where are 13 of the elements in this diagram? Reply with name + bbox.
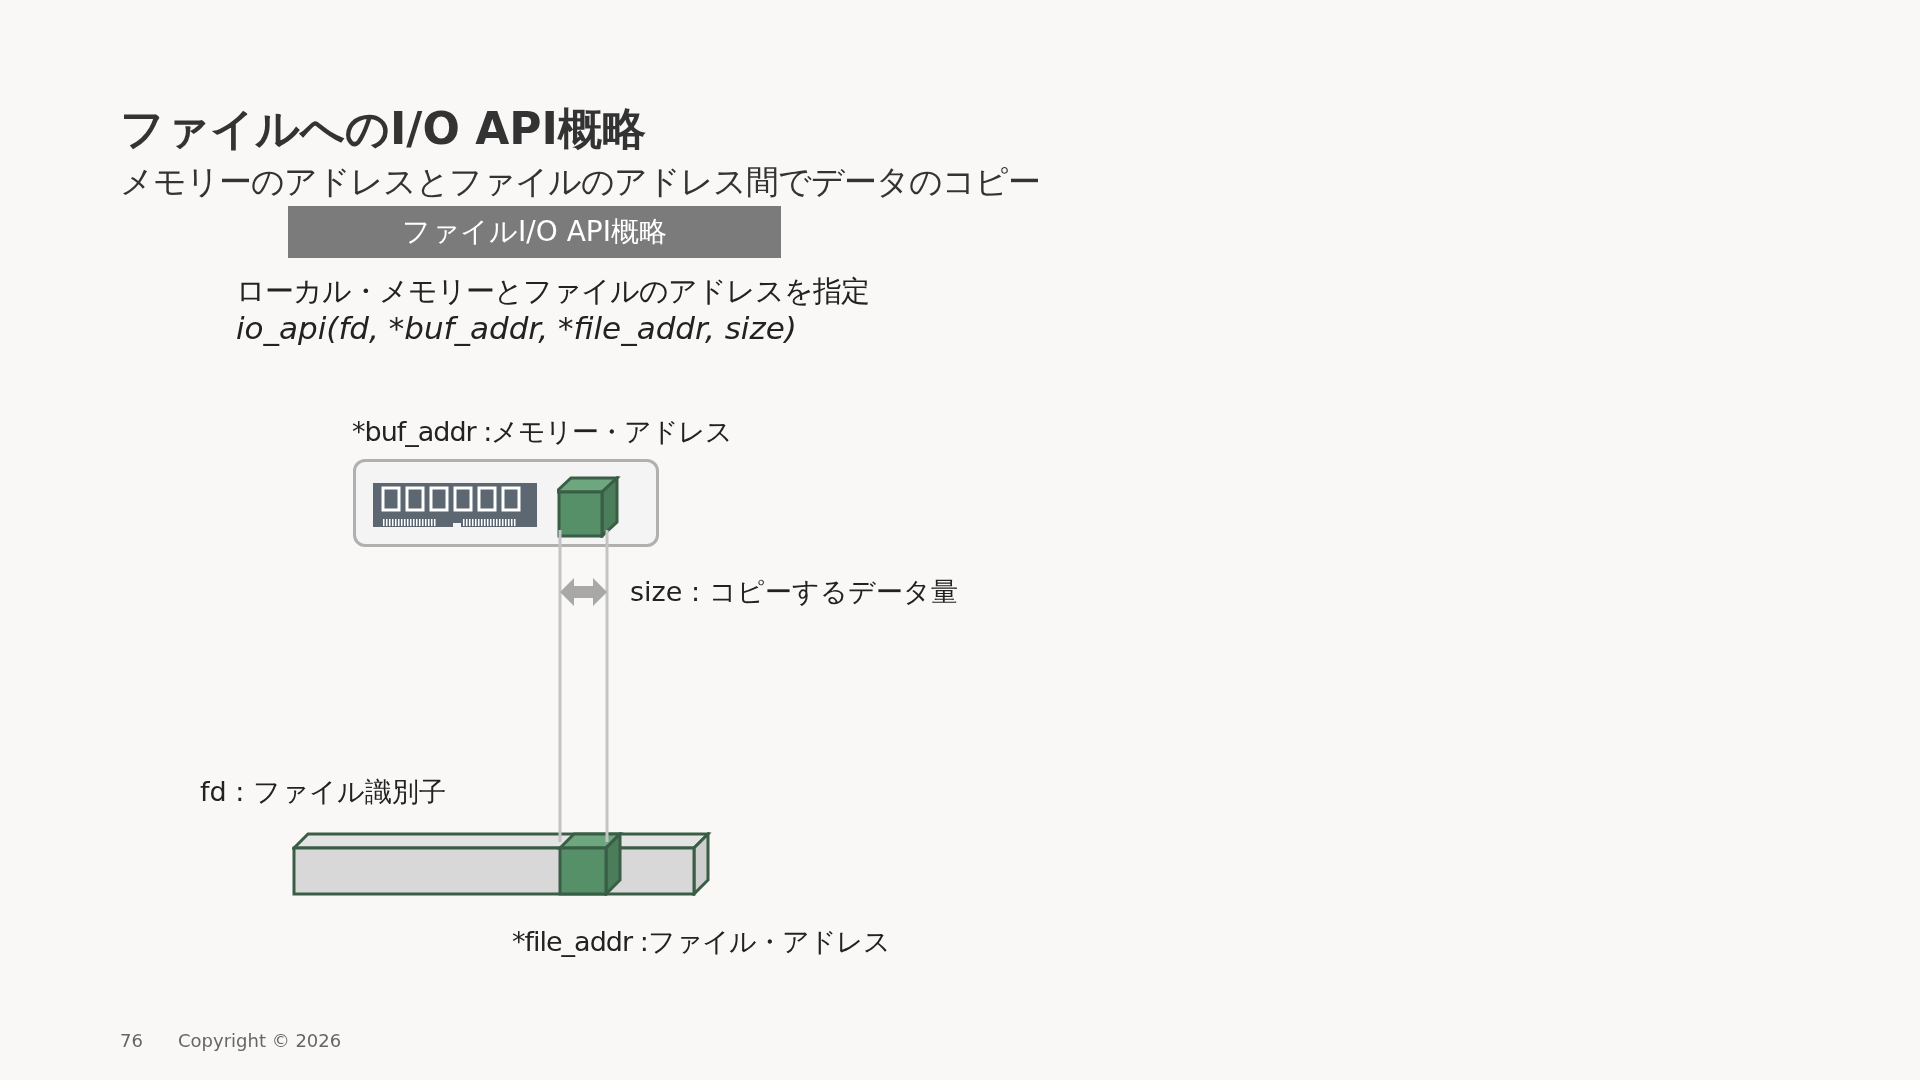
function-signature: io_api(fd, *buf_addr, *file_addr, size) [236, 310, 797, 346]
slide-subtitle: メモリーのアドレスとファイルのアドレス間でデータのコピー [120, 161, 1040, 203]
slide-title: ファイルへのI/O API概略 [120, 102, 646, 156]
page-number: 76 [120, 1030, 143, 1051]
file-bar-drawing [292, 832, 712, 896]
memory-box [353, 459, 659, 547]
copyright-text: Copyright © 2026 [178, 1030, 342, 1051]
address-label: *buf_addr :メモリー・アドレス [352, 415, 733, 449]
size-label: size : コピーするデータ量 [630, 575, 958, 609]
address-label: *file_addr :ファイル・アドレス [512, 925, 890, 959]
header-banner: ファイルI/O API概略 [288, 206, 781, 258]
description-text: ローカル・メモリーとファイルのアドレスを指定 [236, 273, 869, 310]
identifier-label: fd : ファイル識別子 [200, 775, 446, 809]
